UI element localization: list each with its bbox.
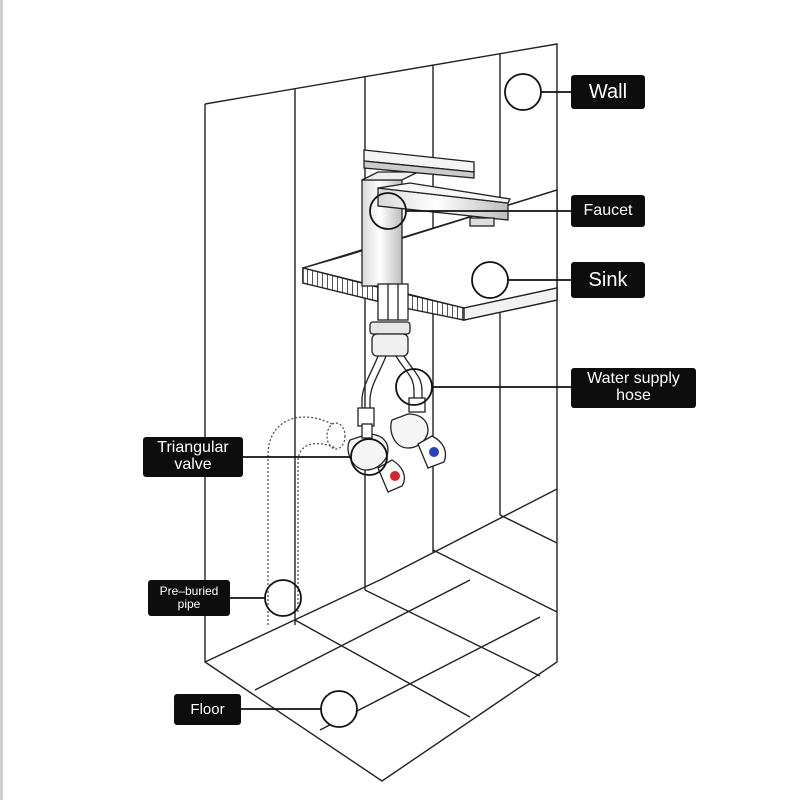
- wall-structure: [204, 43, 558, 782]
- pre-buried-pipe-drawing: [267, 416, 346, 625]
- callouts: [229, 73, 571, 728]
- pre-buried-pipe-label: Pre–buried pipe: [148, 580, 230, 616]
- sink-label: Sink: [571, 262, 645, 298]
- left-edge-bar: [0, 0, 3, 800]
- water-supply-hose-label: Water supply hose: [571, 368, 696, 408]
- triangular-valve-label: Triangular valve: [143, 437, 243, 477]
- hoses: [357, 355, 426, 427]
- faucet-label: Faucet: [571, 195, 645, 227]
- wall-label: Wall: [571, 75, 645, 109]
- floor-label: Floor: [174, 694, 241, 725]
- valves: [347, 413, 447, 493]
- faucet-drawing: [361, 149, 511, 357]
